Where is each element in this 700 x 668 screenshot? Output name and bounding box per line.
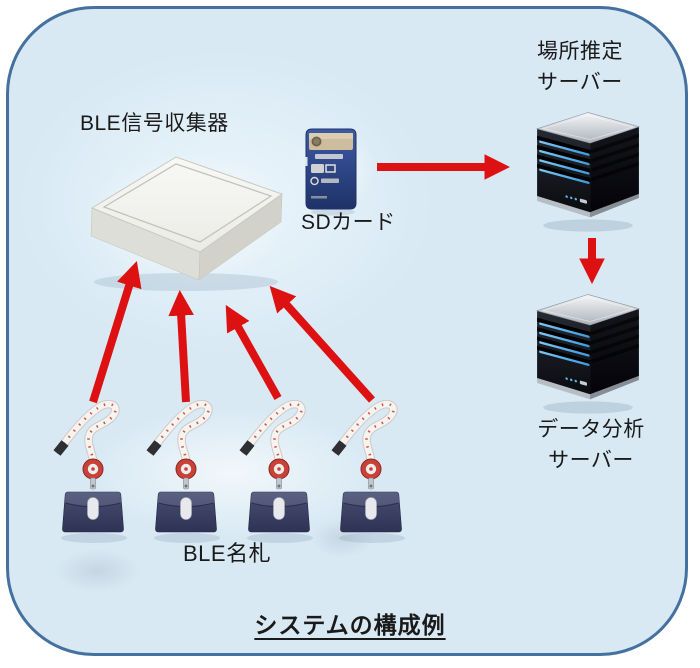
ble-badge-icon-3 [238, 392, 322, 544]
ble-badge-icon-4 [330, 392, 414, 544]
badges-label: BLE名札 [183, 541, 272, 566]
ble-collector-device-icon [76, 146, 298, 298]
location-server-label-line1: 場所推定 [537, 40, 623, 63]
diagram-title-text: システムの構成例 [254, 612, 446, 638]
collector-label: BLE信号収集器 [80, 112, 229, 135]
location-server-label-line2: サーバー [537, 71, 623, 94]
diagram-title: システムの構成例 [170, 606, 530, 640]
ble-badge-icon-2 [145, 392, 229, 544]
location-server-icon [532, 106, 644, 234]
analysis-server-label-line1: データ分析 [537, 418, 645, 441]
sd-card-label: SDカード [301, 211, 396, 234]
analysis-server-icon [532, 288, 644, 416]
sd-card-icon [298, 124, 368, 216]
location-server-label: 場所推定 サーバー [537, 36, 623, 98]
ble-badge-icon-1 [52, 392, 136, 544]
analysis-server-label-line2: サーバー [548, 449, 634, 472]
analysis-server-label: データ分析 サーバー [527, 414, 655, 476]
